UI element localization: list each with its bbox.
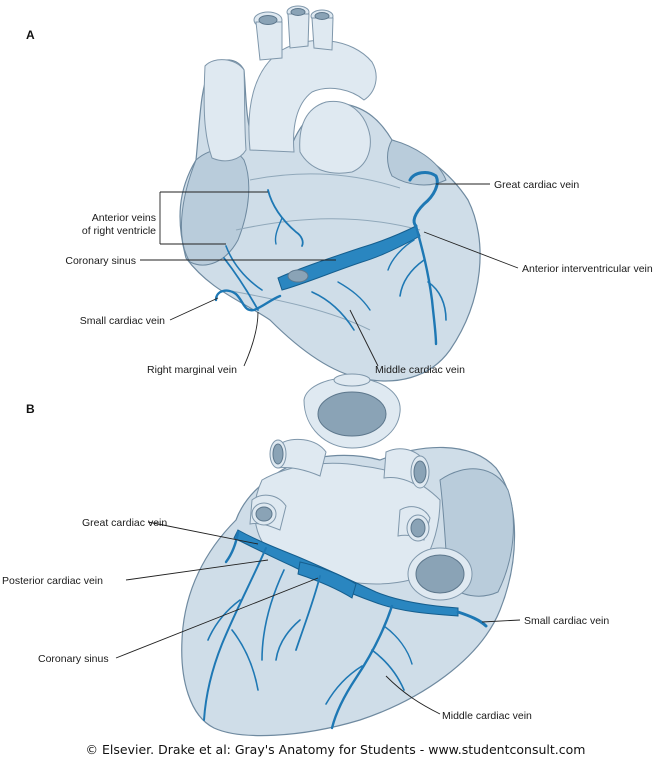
label-a-right-marginal-vein: Right marginal vein bbox=[147, 364, 237, 376]
label-a-anterior-interventricular-vein: Anterior interventricular vein bbox=[522, 263, 653, 275]
panel-b: B bbox=[2, 373, 609, 737]
label-a-anterior-veins-line1: Anterior veins bbox=[92, 212, 156, 224]
panel-b-leaders bbox=[115, 521, 521, 715]
label-a-coronary-sinus: Coronary sinus bbox=[65, 255, 136, 267]
panel-a-letter: A bbox=[26, 28, 35, 42]
panel-a: A bbox=[26, 5, 653, 382]
heart-a-illustration bbox=[179, 5, 481, 382]
panel-b-letter: B bbox=[26, 402, 35, 416]
heart-b-illustration bbox=[181, 373, 516, 737]
label-a-small-cardiac-vein: Small cardiac vein bbox=[80, 315, 165, 327]
label-b-posterior-cardiac-vein: Posterior cardiac vein bbox=[2, 575, 103, 587]
label-a-middle-cardiac-vein: Middle cardiac vein bbox=[375, 364, 465, 376]
label-b-great-cardiac-vein: Great cardiac vein bbox=[82, 517, 167, 529]
panel-b-labels: Great cardiac vein Posterior cardiac vei… bbox=[2, 517, 609, 722]
label-b-coronary-sinus: Coronary sinus bbox=[38, 653, 109, 665]
label-b-middle-cardiac-vein: Middle cardiac vein bbox=[442, 710, 532, 722]
panel-a-leaders bbox=[140, 183, 519, 367]
panel-a-labels: Great cardiac vein Anterior veins of rig… bbox=[65, 179, 653, 376]
label-a-anterior-veins-line2: of right ventricle bbox=[82, 225, 156, 237]
copyright-credit: © Elsevier. Drake et al: Gray's Anatomy … bbox=[85, 742, 586, 757]
label-b-small-cardiac-vein: Small cardiac vein bbox=[524, 615, 609, 627]
label-a-great-cardiac-vein: Great cardiac vein bbox=[494, 179, 579, 191]
